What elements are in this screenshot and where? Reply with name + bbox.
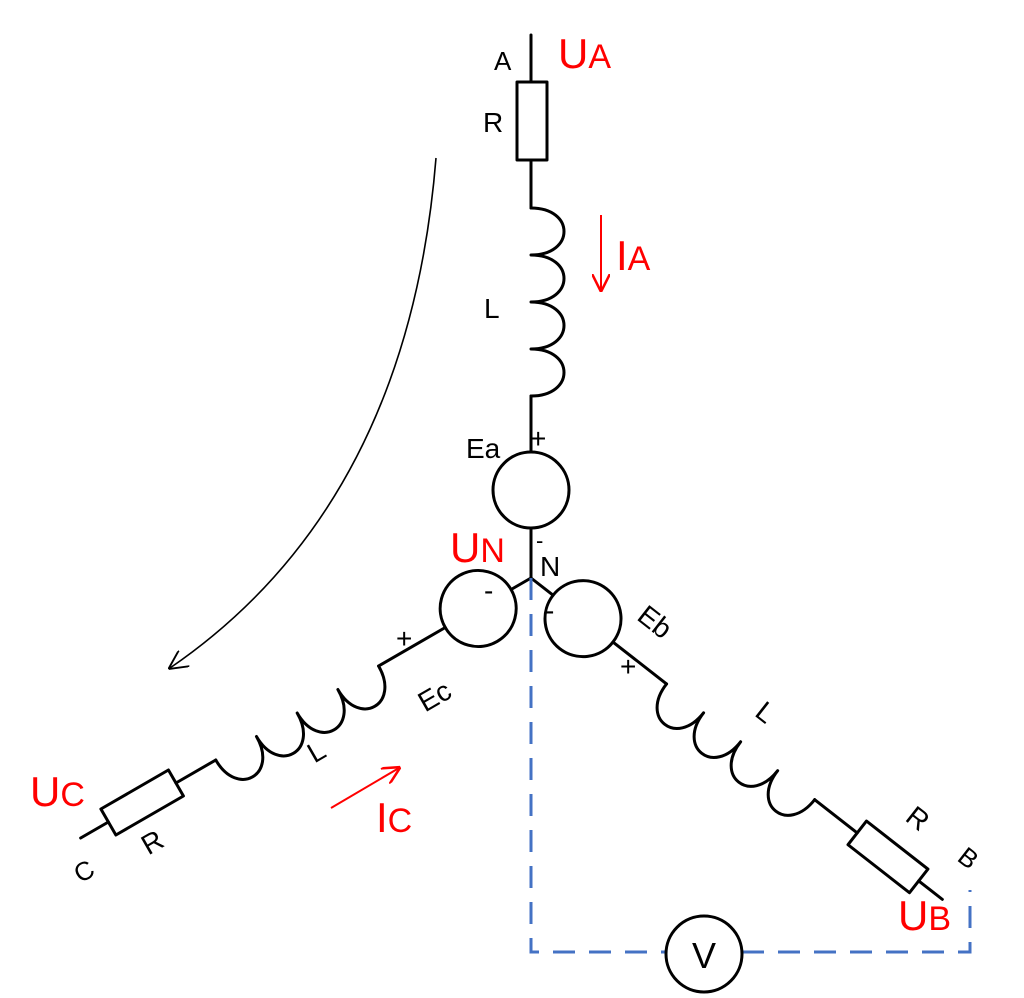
voltage-b-sub: B [928, 900, 951, 938]
resistor-a-label: R [483, 107, 503, 138]
phase-b-lead-wire [917, 879, 944, 901]
emf-b-plus: + [620, 651, 636, 682]
phase-c-inductor [214, 664, 387, 781]
voltage-n-main: U [450, 524, 480, 571]
emf-b-minus: - [545, 595, 554, 626]
voltmeter-wire-left [529, 578, 666, 954]
emf-b-label: Eb [632, 599, 678, 645]
voltage-n-label: UN [450, 524, 505, 571]
terminal-a-label: A [494, 46, 512, 76]
phase-b-branch [529, 576, 944, 901]
emf-c-label: Ec [413, 675, 457, 718]
current-a-sub: A [628, 240, 651, 278]
phase-b-rotated-group [529, 576, 944, 901]
neutral-label: N [540, 551, 560, 582]
phase-c-wire-3 [174, 758, 218, 785]
current-c-sub: C [388, 802, 413, 840]
voltmeter-wire-right [742, 890, 972, 954]
terminal-b-label: B [952, 841, 984, 875]
phase-c-lead-wire [79, 820, 110, 840]
voltage-c-sub: C [60, 776, 85, 814]
current-a-main: I [616, 232, 628, 279]
voltage-a-main: U [558, 30, 588, 77]
emf-c-plus: + [396, 623, 412, 654]
current-c-main: I [376, 794, 388, 841]
phase-a-resistor [515, 80, 549, 162]
inductor-c-label: L [302, 734, 331, 769]
phase-rotation-arrow [170, 157, 437, 668]
phase-c-wire-2 [377, 626, 447, 668]
emf-c-minus: - [484, 575, 493, 606]
inductor-a-label: L [484, 293, 500, 324]
voltmeter-circuit: V [529, 578, 972, 994]
phase-b-wire-1 [529, 576, 555, 597]
phase-c-wire-1 [509, 576, 533, 591]
phase-a-emf-source [491, 450, 571, 530]
resistor-b-label: R [900, 800, 935, 837]
phase-a-branch [491, 33, 571, 580]
voltage-n-sub: N [480, 532, 505, 570]
voltmeter-symbol [664, 914, 744, 994]
emf-a-minus: - [536, 528, 543, 553]
voltage-c-label: UC [30, 768, 85, 815]
voltage-b-label: UB [898, 892, 951, 939]
phase-c-rotated-group [79, 569, 533, 840]
voltage-a-sub: A [588, 38, 611, 76]
resistor-c-label: R [136, 824, 169, 861]
voltage-a-label: UA [558, 30, 611, 77]
emf-a-label: Ea [466, 433, 501, 464]
current-c-arrow [330, 768, 399, 809]
emf-a-plus: + [530, 423, 546, 454]
voltmeter-label: V [692, 935, 716, 976]
phase-b-inductor [655, 682, 817, 817]
phase-b-wire-2 [611, 640, 669, 686]
phase-b-wire-3 [813, 798, 859, 835]
voltage-c-main: U [30, 768, 60, 815]
inductor-b-label: L [750, 695, 781, 729]
phase-c-emf-source [438, 569, 518, 648]
current-c-label: IC [376, 794, 412, 841]
phase-a-inductor [529, 206, 566, 398]
current-a-label: IA [616, 232, 651, 279]
phase-c-resistor [99, 768, 185, 837]
phase-c-branch [79, 569, 533, 840]
voltage-b-main: U [898, 892, 928, 939]
terminal-c-label: C [68, 853, 99, 888]
